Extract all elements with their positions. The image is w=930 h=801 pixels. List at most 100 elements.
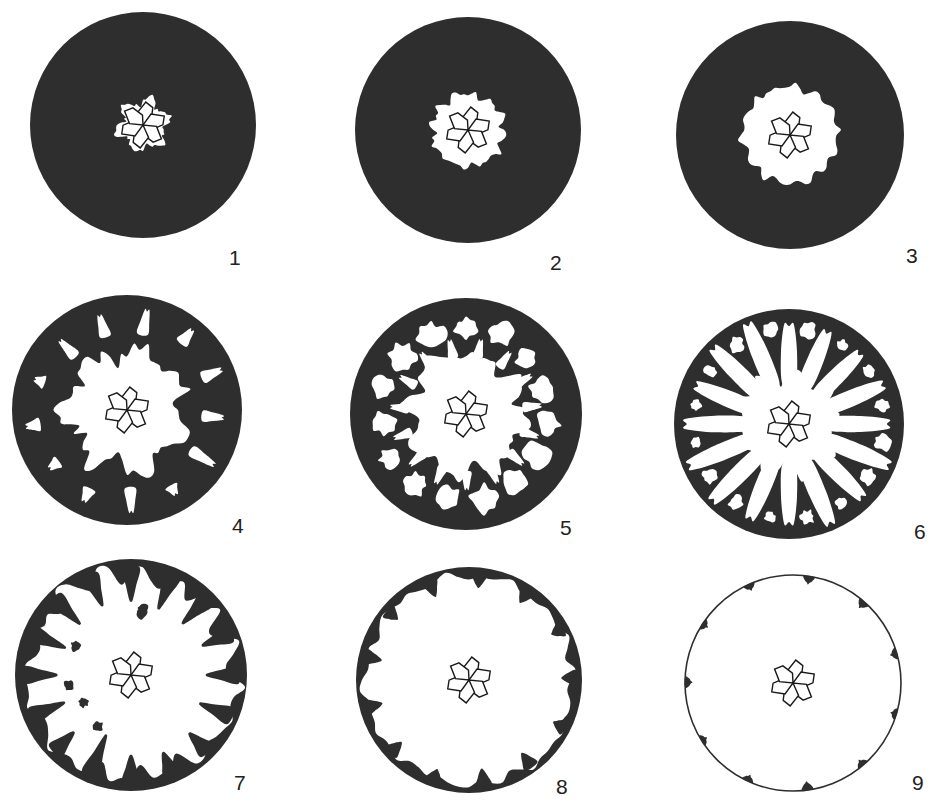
growth-finger	[890, 648, 898, 659]
clear-spot	[82, 486, 96, 502]
growth-finger	[422, 578, 437, 597]
clear-spot	[515, 348, 536, 368]
dark-disk	[30, 12, 256, 238]
clear-zone	[53, 344, 190, 478]
figure-number: 2	[550, 252, 562, 273]
clear-spot	[522, 402, 542, 412]
dark-disk	[15, 559, 247, 791]
disk-outline	[685, 575, 901, 791]
clear-sector	[686, 433, 757, 470]
figure-number: 3	[906, 245, 918, 266]
growth-finger	[162, 752, 181, 778]
growth-finger	[561, 670, 576, 686]
flower-symbol	[445, 656, 493, 704]
clear-spot	[461, 471, 471, 491]
clear-spot	[837, 339, 848, 350]
growth-spot	[64, 680, 74, 690]
growth-finger	[553, 720, 568, 735]
flower-symbol	[442, 390, 490, 438]
figure-number: 1	[229, 247, 241, 268]
colony-disk	[12, 295, 242, 525]
colony-disk	[674, 309, 904, 539]
clear-spot	[372, 375, 395, 399]
growth-finger	[471, 573, 487, 588]
clear-spot	[165, 483, 178, 496]
clear-spot	[399, 375, 418, 390]
growth-finger	[383, 605, 398, 620]
clear-sector	[798, 456, 835, 527]
growth-finger	[859, 598, 869, 608]
clear-spot	[201, 410, 224, 422]
clear-spot	[416, 321, 448, 347]
clear-spot	[488, 321, 515, 346]
clear-spot	[434, 465, 447, 485]
flower-symbol	[765, 400, 813, 448]
growth-finger	[386, 742, 402, 758]
clear-sector	[781, 323, 798, 389]
growth-spot	[93, 721, 103, 731]
clear-spot	[860, 468, 876, 486]
colony-disk	[355, 17, 581, 243]
growth-finger	[49, 593, 81, 625]
clear-spot	[519, 427, 539, 439]
clear-spot	[691, 437, 701, 448]
growth-finger	[206, 666, 241, 684]
clear-spot	[436, 485, 460, 510]
clear-spot	[835, 498, 847, 510]
flower-symbol	[107, 651, 155, 699]
clear-spot	[448, 339, 459, 359]
dark-disk	[350, 298, 582, 530]
colony-disk	[15, 559, 247, 791]
colony-disk	[356, 567, 582, 793]
growth-finger	[49, 731, 75, 757]
growth-finger	[188, 732, 213, 757]
dark-disk	[12, 295, 242, 525]
growth-finger	[519, 587, 534, 603]
clear-spot	[874, 399, 890, 413]
clear-spot	[730, 337, 745, 354]
flower-petal	[767, 403, 794, 430]
growth-finger	[28, 701, 66, 724]
clear-spot	[503, 470, 528, 495]
flower-petal	[447, 659, 474, 686]
clear-spot	[200, 367, 223, 383]
clear-spot	[528, 375, 554, 403]
flower-symbol	[119, 101, 167, 149]
clear-zone	[399, 352, 531, 482]
clear-spot	[703, 365, 717, 377]
growth-finger	[199, 702, 234, 724]
dark-disk	[356, 567, 582, 793]
growth-finger	[122, 755, 141, 785]
colony-disk	[30, 12, 256, 238]
clear-spot	[393, 428, 413, 440]
figure-number: 9	[912, 772, 924, 793]
growth-finger	[426, 769, 441, 783]
dark-disk	[355, 17, 581, 243]
clear-spot	[137, 309, 150, 336]
dark-disk	[676, 21, 904, 249]
growth-finger	[28, 626, 67, 649]
growth-finger	[699, 735, 707, 745]
clear-spot	[58, 339, 78, 360]
colony-disk	[350, 298, 582, 530]
figure-number: 7	[234, 772, 246, 793]
flower-symbol	[444, 106, 492, 154]
clear-spot	[728, 494, 744, 510]
flower-petal	[105, 389, 132, 416]
clear-spot	[863, 364, 875, 378]
clear-spot	[496, 351, 512, 370]
growth-finger	[551, 622, 566, 637]
growth-finger	[803, 575, 815, 584]
flower-petal	[109, 654, 136, 681]
figure-number: 8	[556, 776, 568, 797]
clear-sector	[821, 381, 886, 415]
growth-finger	[700, 619, 708, 629]
growth-finger	[521, 753, 537, 771]
clear-spot	[419, 352, 435, 371]
clear-spot	[390, 403, 410, 413]
flower-petal	[768, 114, 795, 141]
growth-finger	[363, 649, 382, 665]
growth-finger	[742, 775, 753, 783]
flower-petal	[444, 393, 471, 420]
